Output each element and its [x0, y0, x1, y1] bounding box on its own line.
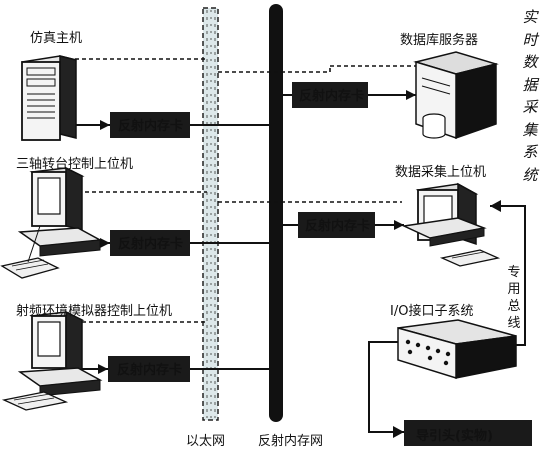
- seeker-box: [404, 420, 532, 446]
- svg-text:反射内存卡: 反射内存卡: [299, 88, 364, 104]
- turntable-pc-icon: [0, 166, 103, 279]
- rf-sim-pc-label: 射频环境模拟器控制上位机: [16, 304, 173, 319]
- rfm-card-daq: 反射内存卡: [298, 212, 375, 238]
- ethernet-links: [40, 58, 418, 323]
- dedicated-bus-arrowhead: [490, 200, 501, 212]
- dedicated-bus-label: 专用总线: [507, 265, 521, 331]
- realtime-system-label: 实时数据采集系统: [522, 8, 538, 184]
- rfm-card-sim-host: 反射内存卡: [110, 112, 190, 138]
- rfm-card-rf-sim: 反射内存卡: [108, 356, 190, 382]
- io-to-seeker-link: [368, 341, 404, 433]
- rfm-network-label: 反射内存网: [258, 434, 324, 449]
- svg-text:反射内存卡: 反射内存卡: [117, 362, 182, 378]
- rf-sim-pc-icon: [1, 310, 103, 411]
- svg-text:反射内存卡: 反射内存卡: [118, 236, 183, 252]
- svg-text:反射内存卡: 反射内存卡: [305, 218, 370, 234]
- rfm-card-turntable: 反射内存卡: [110, 230, 190, 256]
- io-to-seeker-arrowhead: [393, 426, 404, 438]
- db-server-icon: [413, 51, 499, 140]
- daq-pc-icon: [401, 182, 501, 267]
- dedicated-bus-link: [490, 205, 526, 346]
- rfm-bus: [269, 4, 283, 422]
- ethernet-bus: [202, 7, 219, 421]
- io-box-icon: [397, 319, 517, 380]
- rfm-arrowheads: [98, 90, 416, 374]
- seeker-label: 导引头(实物): [416, 429, 493, 444]
- svg-text:反射内存卡: 反射内存卡: [118, 118, 183, 134]
- io-subsystem-label: I/O接口子系统: [390, 304, 474, 319]
- ethernet-label: 以太网: [186, 434, 226, 449]
- turntable-pc-label: 三轴转台控制上位机: [16, 157, 134, 172]
- daq-pc-label: 数据采集上位机: [395, 165, 487, 180]
- db-server-label: 数据库服务器: [400, 33, 479, 48]
- rfm-card-db-server: 反射内存卡: [292, 82, 368, 108]
- sim-host-tower-icon: [21, 55, 77, 141]
- sim-host-label: 仿真主机: [30, 31, 83, 46]
